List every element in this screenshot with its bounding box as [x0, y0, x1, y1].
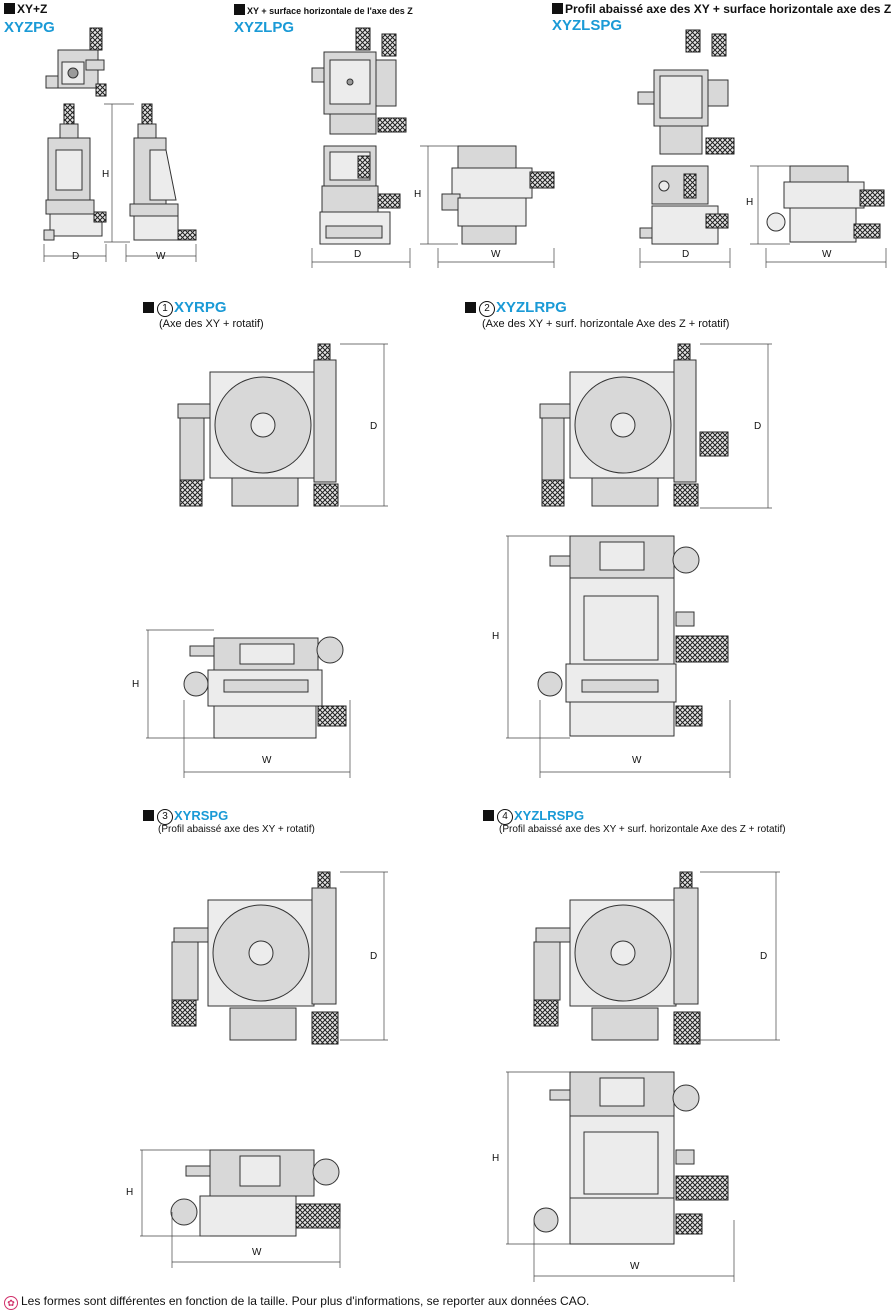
drawing-xyzlpg: [311, 27, 555, 268]
dim-label-h: H: [102, 169, 110, 180]
dim-label-d: D: [72, 251, 80, 262]
xyrspg-top-view: [171, 871, 388, 1045]
dim-label-h: H: [132, 679, 140, 690]
header-xyzl: XY + surface horizontale de l'axe des Z: [234, 4, 413, 18]
dim-label-w: W: [630, 1261, 640, 1272]
code-xyzlspg: XYZLSPG: [552, 17, 623, 34]
header-xyzls: Profil abaissé axe des XY + surface hori…: [552, 2, 891, 16]
black-square-icon: [4, 3, 15, 14]
xyzlrspg-side-view: [506, 1071, 735, 1282]
black-square-icon: [143, 302, 154, 313]
xyzlrpg-side-view: [506, 535, 731, 778]
xyrpg-side-view: [146, 629, 351, 778]
dim-label-w: W: [822, 249, 832, 260]
code-xyzpg: XYZPG: [4, 19, 55, 36]
code-xyzlpg: XYZLPG: [234, 19, 295, 36]
black-square-icon: [143, 810, 154, 821]
dim-label-w: W: [156, 251, 166, 262]
black-square-icon: [483, 810, 494, 821]
subtitle-xyrpg: (Axe des XY + rotatif): [159, 318, 264, 330]
black-square-icon: [465, 302, 476, 313]
dim-label-d: D: [370, 951, 378, 962]
dim-label-d: D: [760, 951, 768, 962]
xyzlrspg-top-view: [533, 871, 780, 1045]
dim-label-w: W: [252, 1247, 262, 1258]
dim-label-w: W: [632, 755, 642, 766]
xyzlrpg-top-view: [539, 343, 772, 509]
subtitle-xyzlrspg: (Profil abaissé axe des XY + surf. horiz…: [499, 824, 786, 835]
dim-label-d: D: [354, 249, 362, 260]
dim-label-h: H: [126, 1187, 134, 1198]
xyrpg-top-view: [177, 343, 388, 507]
dim-label-h: H: [746, 197, 754, 208]
black-square-icon: [552, 3, 563, 14]
subtitle-xyzlrpg: (Axe des XY + surf. horizontale Axe des …: [482, 318, 730, 330]
subtitle-xyrspg: (Profil abaissé axe des XY + rotatif): [158, 824, 315, 835]
dim-label-d: D: [370, 421, 378, 432]
note-icon: ✿: [4, 1296, 18, 1310]
drawing-xyzpg: [43, 27, 197, 262]
dim-label-h: H: [414, 189, 422, 200]
dim-label-h: H: [492, 631, 500, 642]
xyrspg-side-view: [140, 1149, 341, 1268]
dim-label-w: W: [262, 755, 272, 766]
black-square-icon: [234, 4, 245, 15]
dim-label-d: D: [682, 249, 690, 260]
footer-note: ✿Les formes sont différentes en fonction…: [4, 1294, 589, 1310]
dim-label-d: D: [754, 421, 762, 432]
drawing-xyzlspg: [637, 29, 887, 268]
dim-label-w: W: [491, 249, 501, 260]
header-xyz: XY+Z: [4, 2, 47, 16]
dim-label-h: H: [492, 1153, 500, 1164]
